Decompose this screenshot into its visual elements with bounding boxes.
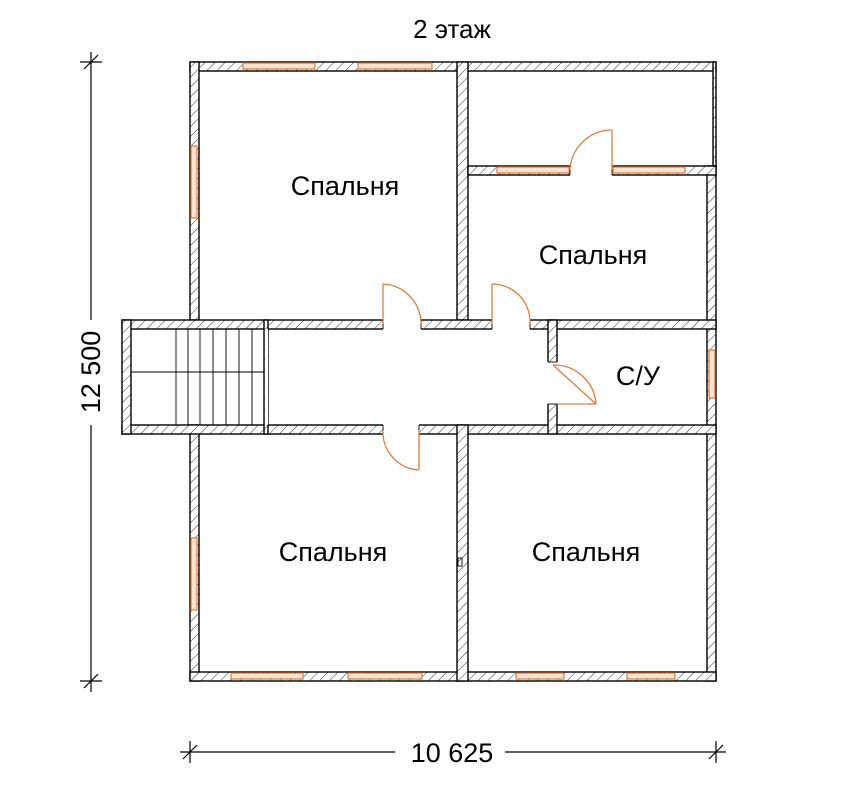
wall-bottom (189, 671, 717, 682)
floor-title: 2 этаж (413, 14, 491, 44)
doors (382, 129, 613, 471)
room-label-bedroom-bottom-left: Спальня (279, 537, 388, 567)
room-label-bedroom-bottom-right: Спальня (532, 537, 641, 567)
dimension-vertical-label: 12 500 (76, 331, 106, 414)
wall-stair-left (121, 319, 132, 435)
staircase (131, 329, 264, 425)
door-openings (265, 165, 613, 435)
door-top-left-bedroom (382, 283, 422, 325)
wall-right-top (712, 61, 717, 167)
door-top-right-bedroom (491, 283, 531, 325)
windows (190, 62, 716, 680)
door-bottom-left-bedroom (382, 429, 420, 471)
dimension-horizontal: 10 625 (180, 738, 726, 768)
wall-marker (457, 557, 463, 567)
room-label-bathroom: С/У (616, 361, 661, 391)
door-top-right-hall (569, 129, 613, 171)
dimension-horizontal-label: 10 625 (411, 738, 494, 768)
wall-inner-top (456, 61, 469, 321)
room-label-bedroom-top-right: Спальня (539, 240, 648, 270)
dimension-vertical: 12 500 (76, 52, 106, 692)
wall-inner-bottom (456, 424, 469, 682)
door-bathroom (552, 364, 597, 405)
wall-right (706, 165, 717, 682)
room-label-bedroom-top-left: Спальня (291, 171, 400, 201)
